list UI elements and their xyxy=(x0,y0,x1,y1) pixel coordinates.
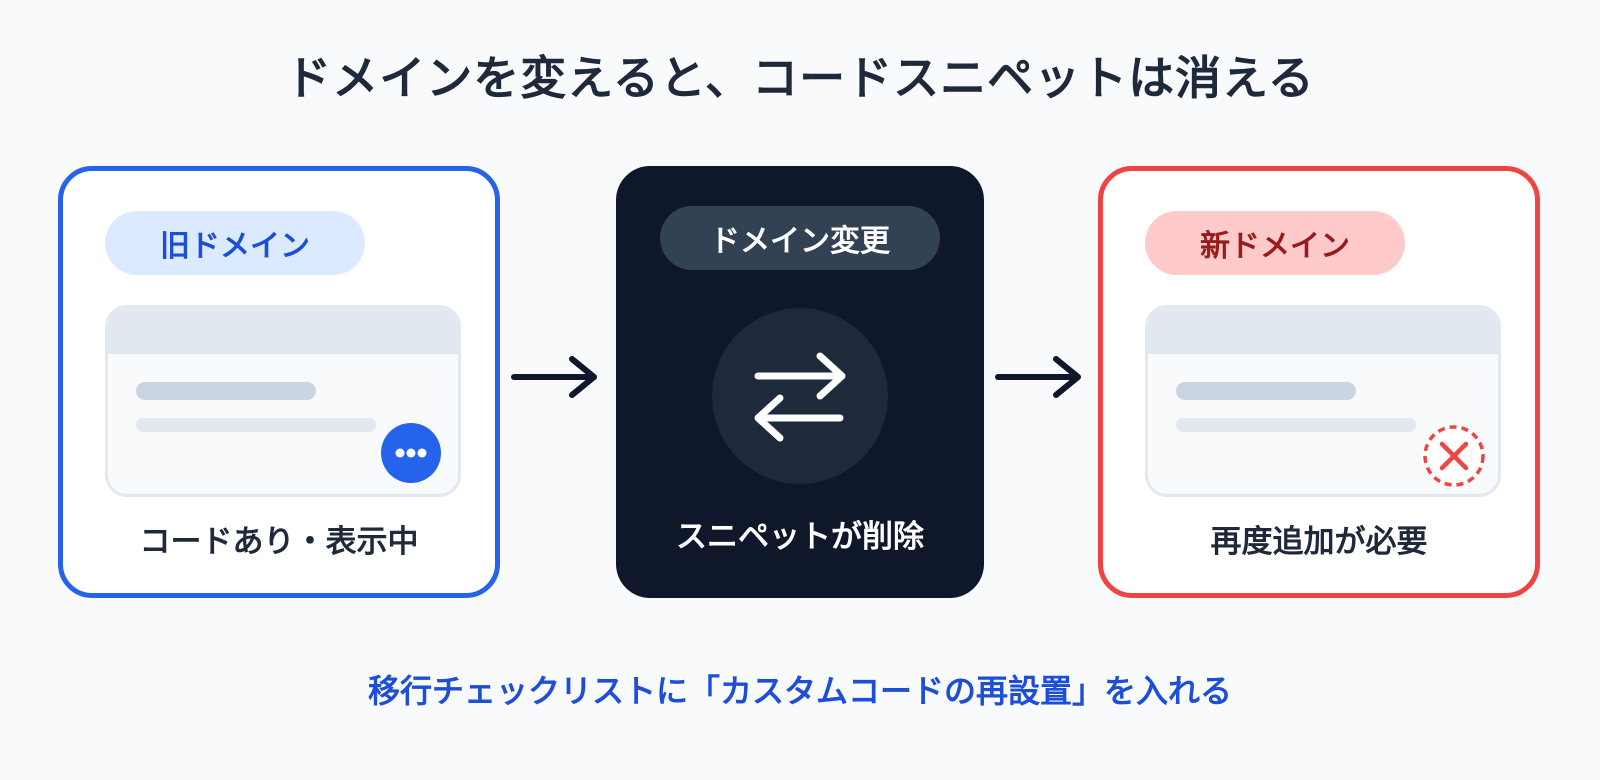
domain-change-caption: スニペットが削除 xyxy=(676,519,924,555)
content-line xyxy=(1176,418,1416,432)
old-domain-badge: 旧ドメイン xyxy=(105,211,365,275)
old-domain-caption: コードあり・表示中 xyxy=(139,524,419,560)
more-dots-icon xyxy=(395,448,427,458)
swap-circle xyxy=(712,308,888,484)
error-x-icon xyxy=(1423,425,1485,487)
code-snippet-button xyxy=(381,423,441,483)
browser-top-bar xyxy=(108,308,458,354)
arrow-right-icon xyxy=(511,356,597,398)
content-line xyxy=(1176,382,1356,400)
new-domain-caption: 再度追加が必要 xyxy=(1210,524,1428,560)
domain-change-card: ドメイン変更 スニペットが削除 xyxy=(616,166,984,598)
swap-arrows-icon xyxy=(754,352,846,442)
arrow-right-icon xyxy=(995,356,1081,398)
old-browser-mockup xyxy=(105,305,461,497)
new-domain-badge: 新ドメイン xyxy=(1145,211,1405,275)
content-line xyxy=(136,418,376,432)
footer-note: 移行チェックリストに「カスタムコードの再設置」を入れる xyxy=(367,672,1232,710)
new-domain-card: 新ドメイン 再度追加が必要 xyxy=(1098,166,1540,598)
content-line xyxy=(136,382,316,400)
browser-top-bar xyxy=(1148,308,1498,354)
old-domain-card: 旧ドメイン コードあり・表示中 xyxy=(58,166,500,598)
domain-change-badge: ドメイン変更 xyxy=(660,206,940,270)
page-title: ドメインを変えると、コードスニペットは消える xyxy=(285,51,1315,105)
